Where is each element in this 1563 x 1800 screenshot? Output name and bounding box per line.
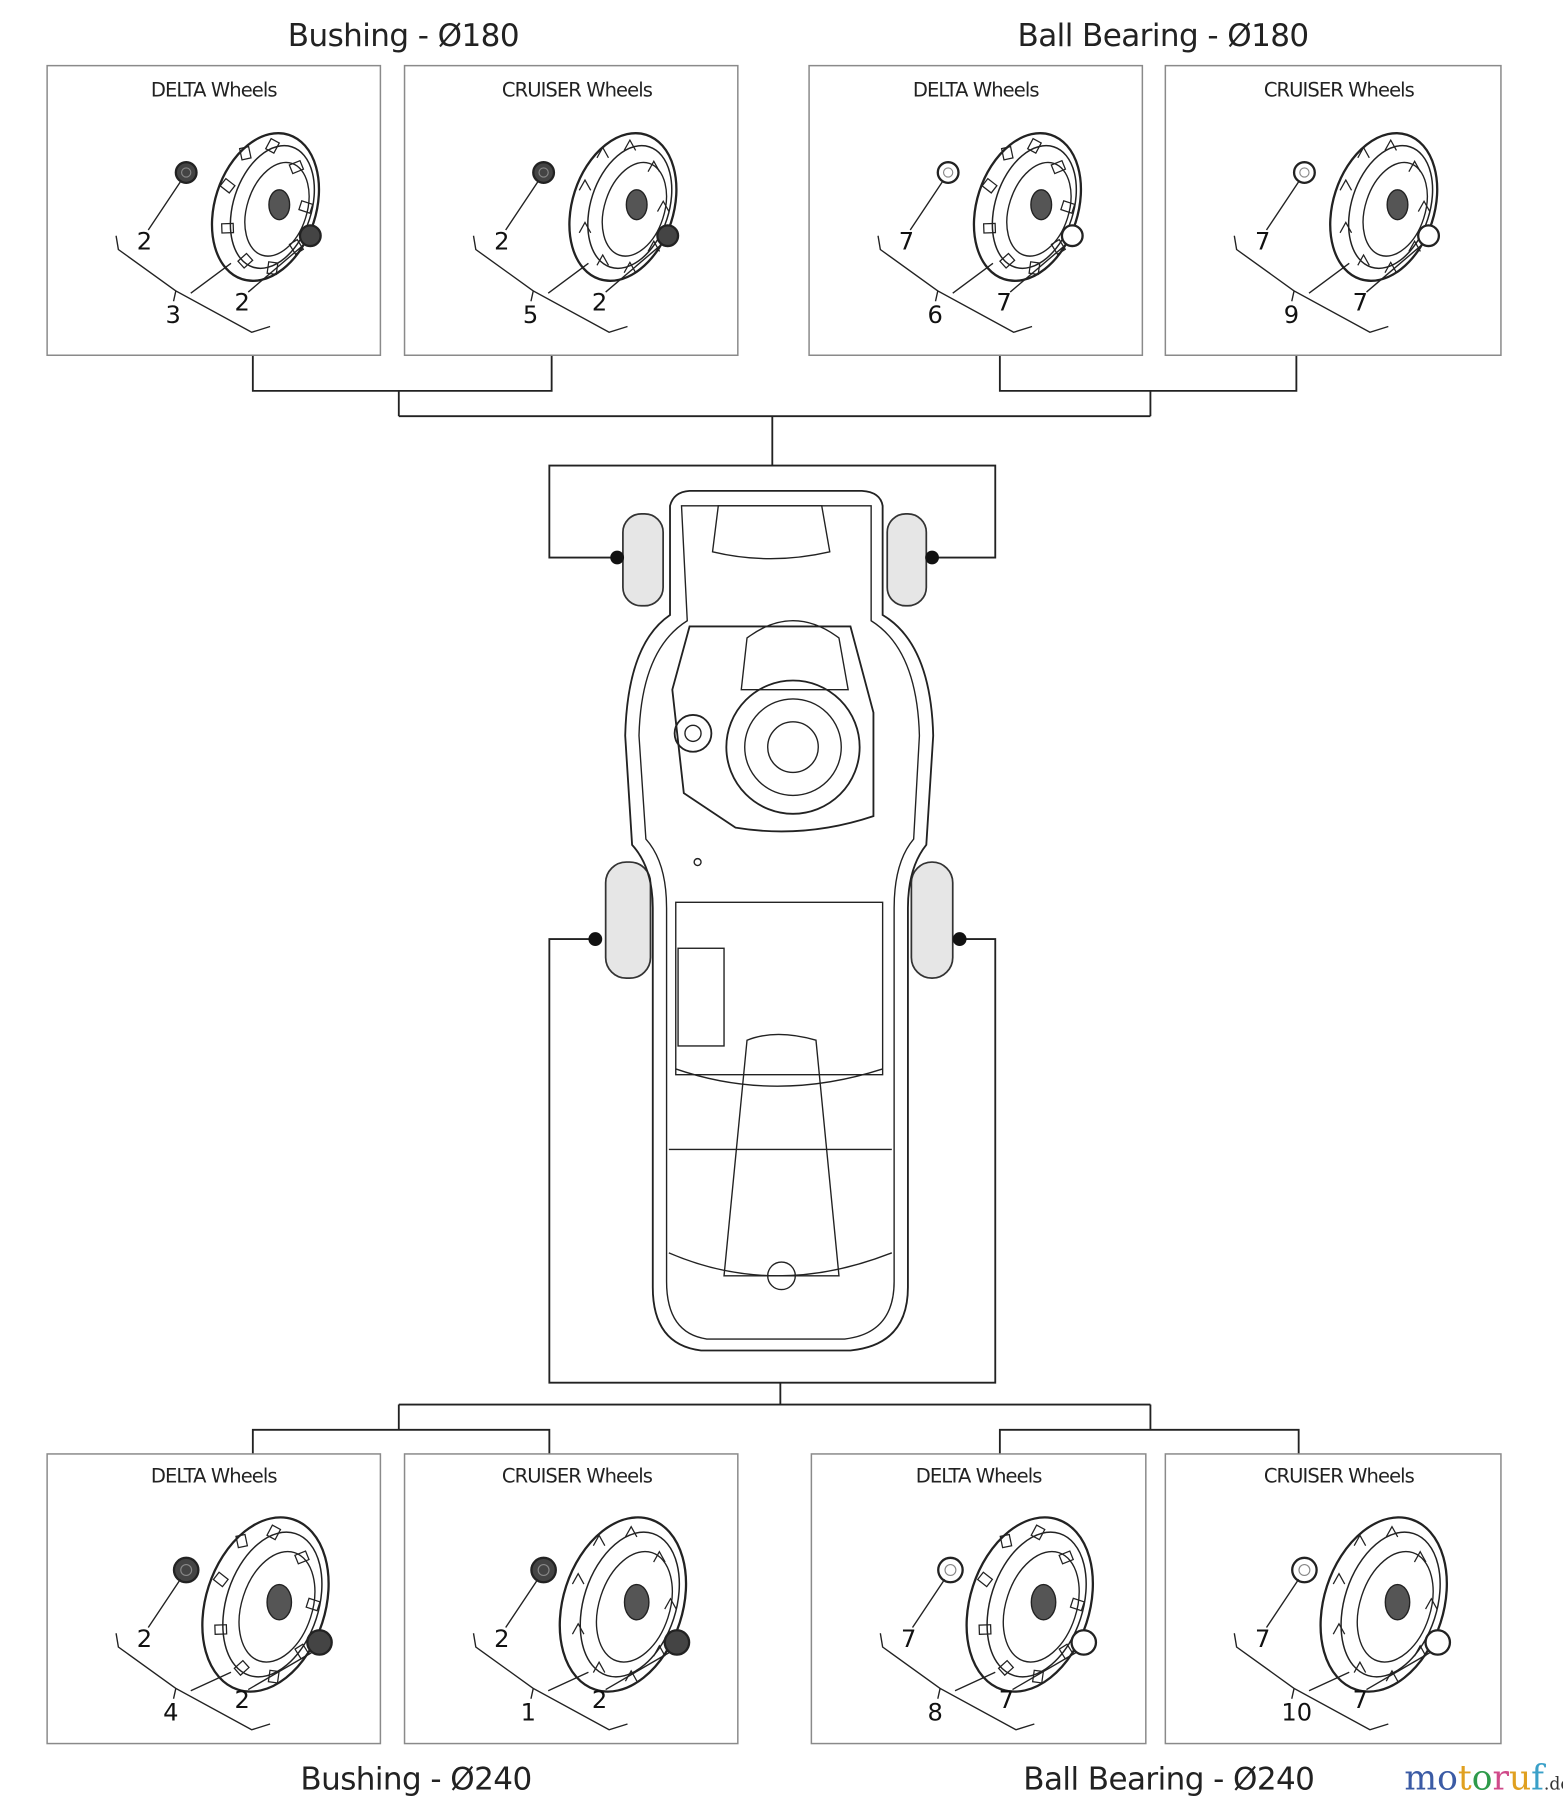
panel-label: CRUISER Wheels <box>502 1465 653 1488</box>
bushing-part-right <box>306 1629 333 1656</box>
callout-left-part: 2 <box>137 1625 152 1653</box>
wheel-assembly: 7 6 7 <box>877 132 1084 334</box>
panel-label: DELTA Wheels <box>151 1465 277 1488</box>
callout-left-part: 7 <box>1255 1625 1270 1653</box>
panel-label: DELTA Wheels <box>913 79 1039 102</box>
callout-wheel: 6 <box>927 301 942 329</box>
front-left-wheel <box>622 512 664 607</box>
panel-label: CRUISER Wheels <box>502 79 653 102</box>
bearing-part-left <box>936 161 960 185</box>
wheel-assembly: 7 10 7 <box>1233 1516 1452 1731</box>
bushing-part-left <box>532 161 556 185</box>
wheel-assembly: 2 3 2 <box>115 132 322 334</box>
callout-right-part: 7 <box>999 1686 1014 1714</box>
callout-wheel: 4 <box>163 1699 178 1727</box>
callout-left-part: 7 <box>899 228 914 256</box>
callout-left-part: 7 <box>1255 228 1270 256</box>
wheel-hub <box>266 1583 293 1621</box>
panel-label: DELTA Wheels <box>916 1465 1042 1488</box>
motoruf-logo: motoruf.de <box>1404 1759 1563 1799</box>
panel-label: CRUISER Wheels <box>1264 1465 1415 1488</box>
panel-label: CRUISER Wheels <box>1264 79 1415 102</box>
group-title-ballbearing-180: Ball Bearing - Ø180 <box>1018 18 1309 54</box>
group-title-ballbearing-240: Ball Bearing - Ø240 <box>1023 1762 1314 1798</box>
wheel-panel: DELTA Wheels 7 6 7 <box>808 64 1144 356</box>
bearing-part-left <box>1292 161 1316 185</box>
callout-wheel: 8 <box>927 1699 942 1727</box>
wheel-hub <box>1030 1583 1057 1621</box>
callout-wheel: 1 <box>521 1699 536 1727</box>
wheel-assembly: 2 1 2 <box>472 1516 691 1731</box>
callout-right-part: 7 <box>996 288 1011 316</box>
wheel-panel: DELTA Wheels 7 8 7 <box>810 1453 1147 1745</box>
bushing-part-left <box>172 1556 200 1584</box>
rear-left-wheel <box>604 861 652 980</box>
wheel-hub <box>625 189 648 221</box>
callout-right-part: 7 <box>1353 288 1368 316</box>
callout-left-part: 2 <box>494 228 509 256</box>
wheel-assembly: 2 4 2 <box>115 1516 333 1731</box>
lawn-mower-top-view <box>588 489 967 1352</box>
wheel-hub <box>623 1583 650 1621</box>
callout-right-part: 7 <box>1353 1686 1368 1714</box>
bearing-part-right <box>1417 224 1441 248</box>
callout-right-part: 2 <box>592 1686 607 1714</box>
bearing-part-left <box>937 1556 964 1584</box>
wheel-panel: CRUISER Wheels 2 1 2 <box>403 1453 739 1745</box>
wheel-panel: CRUISER Wheels 7 10 7 <box>1164 1453 1502 1745</box>
wheel-assembly: 7 9 7 <box>1233 132 1441 334</box>
bushing-part-right <box>663 1629 691 1656</box>
bearing-part-left <box>1291 1556 1318 1584</box>
callout-wheel: 3 <box>165 301 180 329</box>
wheel-hub <box>1386 189 1409 221</box>
front-right-wheel <box>886 512 928 607</box>
wheel-assembly: 7 8 7 <box>879 1516 1098 1731</box>
group-title-bushing-180: Bushing - Ø180 <box>288 18 519 54</box>
wheel-hub <box>1030 189 1053 221</box>
callout-left-part: 2 <box>494 1625 509 1653</box>
bushing-part-left <box>174 161 198 185</box>
bushing-part-left <box>530 1556 557 1584</box>
wheel-tire <box>210 132 321 282</box>
wheel-tire <box>972 132 1083 282</box>
callout-wheel: 9 <box>1284 301 1299 329</box>
wheel-panel: DELTA Wheels 2 4 2 <box>46 1453 382 1745</box>
callout-right-part: 2 <box>592 288 607 316</box>
bearing-part-right <box>1070 1629 1098 1656</box>
connector-lines <box>251 355 1300 1454</box>
callout-wheel: 10 <box>1281 1699 1312 1727</box>
wheel-hub <box>268 189 291 221</box>
bushing-part-right <box>656 224 680 248</box>
bushing-part-right <box>298 224 322 248</box>
svg-text:motoruf.de: motoruf.de <box>1404 1759 1563 1799</box>
callout-left-part: 2 <box>137 228 152 256</box>
bearing-part-right <box>1060 224 1084 248</box>
wheel-panel: DELTA Wheels 2 3 2 <box>46 64 382 356</box>
callout-left-part: 7 <box>901 1625 916 1653</box>
callout-right-part: 2 <box>234 288 249 316</box>
panel-label: DELTA Wheels <box>151 79 277 102</box>
bearing-part-right <box>1424 1629 1452 1656</box>
wheel-panel: CRUISER Wheels 7 9 7 <box>1164 64 1502 356</box>
rear-right-wheel <box>910 861 954 980</box>
wheel-hub <box>1384 1583 1411 1621</box>
group-title-bushing-240: Bushing - Ø240 <box>300 1762 531 1798</box>
callout-right-part: 2 <box>234 1686 249 1714</box>
wheel-panel: CRUISER Wheels 2 5 2 <box>403 64 739 356</box>
wheel-assembly: 2 5 2 <box>472 132 680 334</box>
callout-wheel: 5 <box>523 301 538 329</box>
